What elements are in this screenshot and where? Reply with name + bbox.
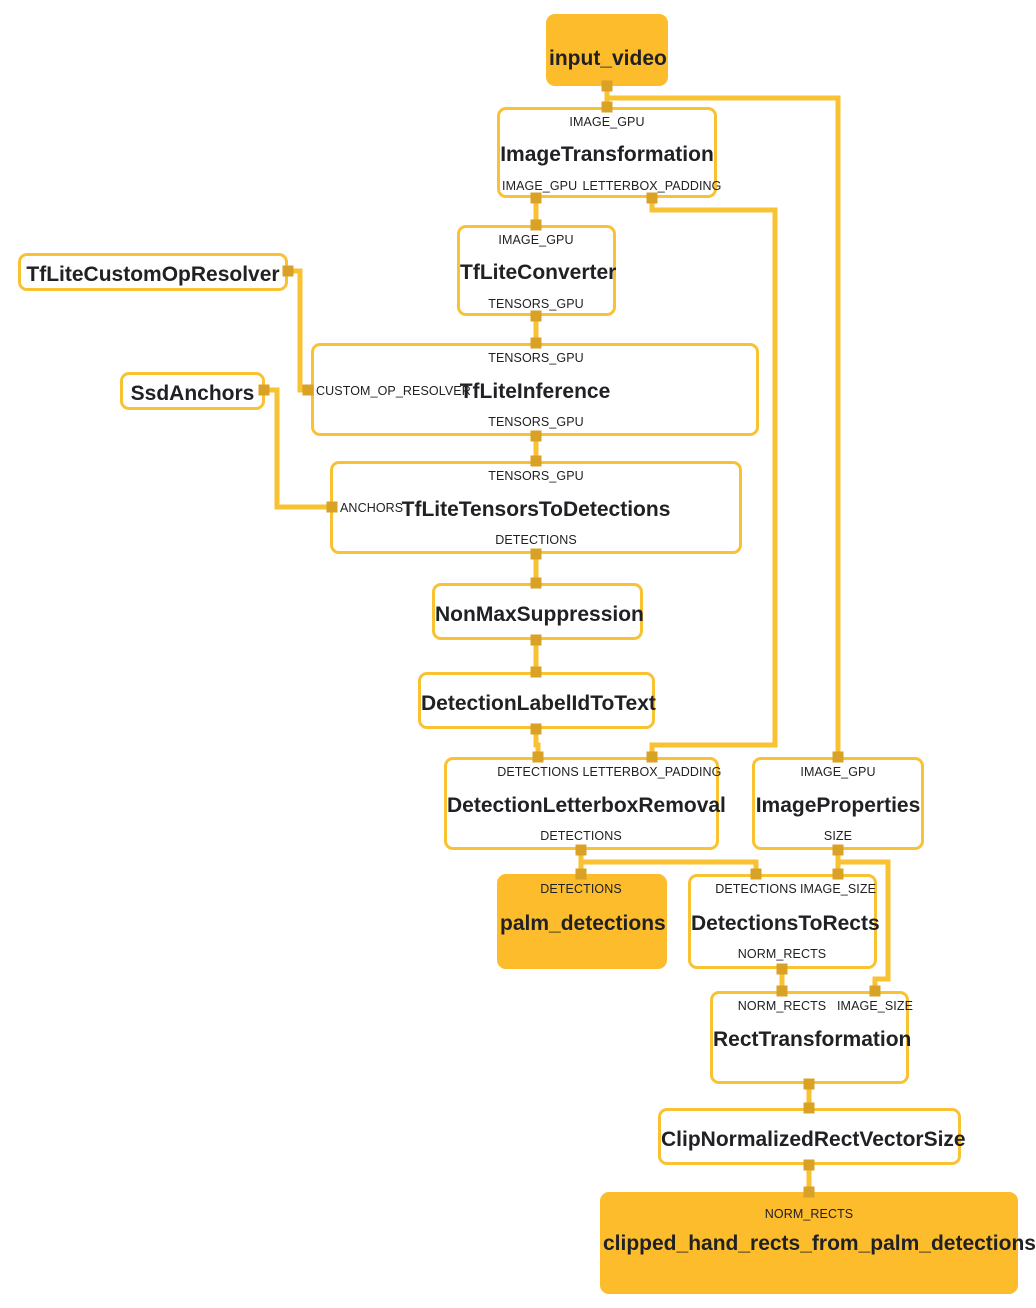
node-label: DetectionsToRects <box>691 912 880 935</box>
node-label: palm_detections <box>500 912 666 935</box>
port-label-dlr-in-detections: DETECTIONS <box>497 765 579 779</box>
port-label-it-out-image-gpu: IMAGE_GPU <box>502 179 578 193</box>
port-tcor-out[interactable] <box>282 265 294 277</box>
node-label: RectTransformation <box>713 1028 912 1051</box>
port-label-dlr-in-letterbox: LETTERBOX_PADDING <box>582 765 722 779</box>
node-label: SsdAnchors <box>130 382 255 405</box>
port-nms-in[interactable] <box>530 577 542 589</box>
node-DetectionLabelIdToText[interactable]: DetectionLabelIdToText <box>418 672 656 729</box>
port-dlt-in[interactable] <box>530 666 542 678</box>
edge <box>838 859 891 991</box>
node-label: input_video <box>549 47 667 70</box>
port-it-out-img[interactable] <box>530 192 542 204</box>
edge <box>649 198 778 757</box>
node-label: NonMaxSuppression <box>435 603 644 626</box>
port-td-out[interactable] <box>530 548 542 560</box>
port-cnr-out[interactable] <box>803 1159 815 1171</box>
port-label-dtr-in-image-size: IMAGE_SIZE <box>799 882 877 896</box>
node-clipped_rects[interactable]: clipped_hand_rects_from_palm_detections <box>600 1192 1036 1294</box>
port-dtr-in-det[interactable] <box>750 868 762 880</box>
port-label-td-in-tensors: TENSORS_GPU <box>488 469 584 483</box>
node-TfLiteCustomOpResolver[interactable]: TfLiteCustomOpResolver <box>18 253 288 291</box>
port-label-ti-in-tensors: TENSORS_GPU <box>488 351 584 365</box>
edge <box>607 95 841 757</box>
port-rt-out[interactable] <box>803 1078 815 1090</box>
port-it-out-lbox[interactable] <box>646 192 658 204</box>
port-out-in[interactable] <box>803 1186 815 1198</box>
port-ti-in-t[interactable] <box>530 337 542 349</box>
node-palm_detections[interactable]: palm_detections <box>497 874 667 969</box>
port-dlr-in-lbox[interactable] <box>646 751 658 763</box>
node-ClipNormalizedRectVectorSize[interactable]: ClipNormalizedRectVectorSize <box>658 1108 966 1165</box>
edge <box>288 268 308 393</box>
port-label-it-out-letterbox: LETTERBOX_PADDING <box>582 179 722 193</box>
node-label: TfLiteInference <box>459 380 611 403</box>
port-label-tc-in-image-gpu: IMAGE_GPU <box>498 233 574 247</box>
node-label: ImageProperties <box>755 794 921 817</box>
port-label-td-in-anchors: ANCHORS <box>340 501 404 515</box>
node-ImageTransformation[interactable]: ImageTransformation <box>497 107 717 198</box>
node-label: DetectionLetterboxRemoval <box>447 794 726 817</box>
port-label-dlr-out-detections: DETECTIONS <box>540 829 622 843</box>
node-DetectionLetterboxRemoval[interactable]: DetectionLetterboxRemoval <box>444 757 726 850</box>
port-label-out-norm-rects: NORM_RECTS <box>764 1207 854 1221</box>
node-ImageProperties[interactable]: ImageProperties <box>752 757 924 850</box>
port-it-in[interactable] <box>601 101 613 113</box>
port-nms-out[interactable] <box>530 634 542 646</box>
node-label: TfLiteConverter <box>460 261 617 284</box>
port-label-rt-in-image-size: IMAGE_SIZE <box>836 999 914 1013</box>
node-NonMaxSuppression[interactable]: NonMaxSuppression <box>432 583 644 640</box>
node-label: ClipNormalizedRectVectorSize <box>661 1128 966 1151</box>
port-tc-out[interactable] <box>530 310 542 322</box>
port-dlt-out[interactable] <box>530 723 542 735</box>
port-label-dtr-in-detections: DETECTIONS <box>715 882 797 896</box>
port-ip-out[interactable] <box>832 844 844 856</box>
port-tc-in[interactable] <box>530 219 542 231</box>
node-label: ImageTransformation <box>500 143 714 166</box>
node-label: DetectionLabelIdToText <box>421 692 656 715</box>
port-label-td-out-detections: DETECTIONS <box>495 533 577 547</box>
port-label-dtr-out-norm-rects: NORM_RECTS <box>737 947 827 961</box>
port-label-ti-out-tensors: TENSORS_GPU <box>488 415 584 429</box>
node-TfLiteConverter[interactable]: TfLiteConverter <box>457 225 616 316</box>
port-iv-out[interactable] <box>601 80 613 92</box>
port-cnr-in[interactable] <box>803 1102 815 1114</box>
edge <box>264 387 332 510</box>
edge <box>581 859 759 874</box>
node-input_video[interactable]: input_video <box>546 14 668 86</box>
port-label-ip-out-size: SIZE <box>823 829 853 843</box>
node-RectTransformation[interactable]: RectTransformation <box>710 991 912 1084</box>
port-pd-in[interactable] <box>575 868 587 880</box>
node-label: TfLiteTensorsToDetections <box>401 498 671 521</box>
port-rt-in-size[interactable] <box>869 985 881 997</box>
port-label-tc-out-tensors: TENSORS_GPU <box>488 297 584 311</box>
node-label: TfLiteCustomOpResolver <box>26 263 280 286</box>
port-rt-in-nr[interactable] <box>776 985 788 997</box>
port-label-rt-in-norm-rects: NORM_RECTS <box>737 999 827 1013</box>
port-dtr-in-size[interactable] <box>832 868 844 880</box>
port-dlr-out[interactable] <box>575 844 587 856</box>
port-label-ip-in-image-gpu: IMAGE_GPU <box>800 765 876 779</box>
port-label-it-in-image-gpu: IMAGE_GPU <box>569 115 645 129</box>
port-ip-in[interactable] <box>832 751 844 763</box>
edge <box>533 729 541 757</box>
node-TfLiteTensorsToDetections[interactable]: TfLiteTensorsToDetections <box>330 461 742 554</box>
port-td-in-anc[interactable] <box>326 501 338 513</box>
port-label-pd-in-detections: DETECTIONS <box>540 882 622 896</box>
node-label: clipped_hand_rects_from_palm_detections <box>603 1232 1036 1255</box>
port-label-ti-in-resolver: CUSTOM_OP_RESOLVER <box>316 384 471 398</box>
node-DetectionsToRects[interactable]: DetectionsToRects <box>688 874 880 969</box>
port-dtr-out[interactable] <box>776 963 788 975</box>
node-SsdAnchors[interactable]: SsdAnchors <box>120 372 265 410</box>
port-ssd-out[interactable] <box>258 384 270 396</box>
port-ti-out[interactable] <box>530 430 542 442</box>
port-td-in-t[interactable] <box>530 455 542 467</box>
port-dlr-in-det[interactable] <box>532 751 544 763</box>
port-ti-in-cor[interactable] <box>302 384 314 396</box>
